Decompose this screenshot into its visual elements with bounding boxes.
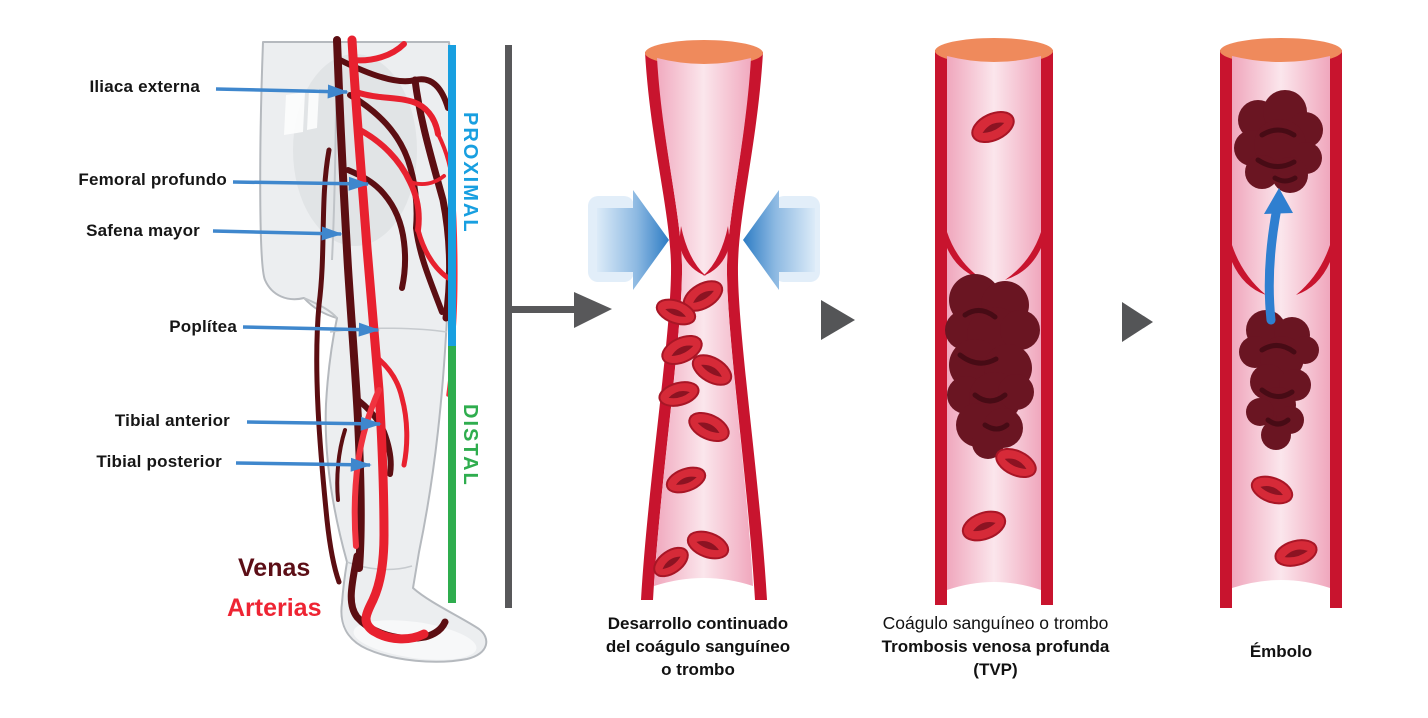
blood-cell <box>995 447 1037 479</box>
lower-clot <box>1239 310 1319 450</box>
caption-line: o trombo <box>661 660 735 679</box>
blood-cell <box>1274 539 1318 567</box>
blood-cells <box>653 280 733 578</box>
anatomy-label-iliaca-externa: Iliaca externa <box>89 77 200 96</box>
blood-cell <box>655 298 697 326</box>
thrombus-clot <box>945 274 1040 459</box>
anatomy-label-tibial-anterior: Tibial anterior <box>114 411 230 430</box>
proximal-bar <box>448 45 456 346</box>
blood-cell <box>661 334 703 366</box>
caption-stage-2: Coágulo sanguíneo o trombo Trombosis ven… <box>853 612 1138 681</box>
window-highlight <box>307 89 319 130</box>
blood-cell <box>658 381 700 407</box>
up-arrow-icon <box>1264 188 1293 325</box>
caption-stage-3: Émbolo <box>1211 640 1351 663</box>
distal-bar <box>448 346 456 603</box>
arrow-poplitea <box>242 322 380 337</box>
thigh-crease <box>303 297 338 319</box>
play-triangle-icon <box>821 300 855 340</box>
vessel-wall <box>726 52 767 600</box>
vessel-compression <box>588 40 820 600</box>
caption-line: (TVP) <box>973 660 1018 679</box>
right-arrow-icon <box>574 292 612 328</box>
vessel-tvp <box>935 38 1053 605</box>
valve-flap <box>1296 245 1330 295</box>
blood-cell <box>961 510 1007 542</box>
arrow-femoral-profundo <box>232 176 370 191</box>
vessel-lumen <box>654 58 753 586</box>
caption-line: Trombosis venosa profunda <box>881 637 1110 656</box>
leg-illustration <box>212 35 488 663</box>
legend-arterias: Arterias <box>227 594 322 622</box>
embolus-clot <box>1234 90 1323 193</box>
valve-flap <box>1232 245 1266 295</box>
blood-cell <box>653 546 689 578</box>
caption-line: Desarrollo continuado <box>607 614 789 633</box>
inward-arrows-icon <box>588 190 820 290</box>
caption-line: Coágulo sanguíneo o trombo <box>882 613 1109 633</box>
arrow-safena-mayor <box>212 226 343 241</box>
anatomy-label-tibial-posterior: Tibial posterior <box>96 452 222 471</box>
valve-flap <box>679 226 706 276</box>
caption-line: del coágulo sanguíneo <box>605 637 791 656</box>
vessel-embolo <box>1220 38 1342 608</box>
play-triangle-icon <box>1122 302 1153 342</box>
anatomy-label-safena-mayor: Safena mayor <box>86 221 200 240</box>
region-label-proximal: PROXIMAL <box>459 112 481 234</box>
caption-line: Émbolo <box>1249 642 1313 661</box>
valve-flap <box>703 226 730 276</box>
vessel-rim <box>645 40 763 66</box>
valve-flap <box>1005 232 1041 280</box>
blood-cell <box>688 411 730 443</box>
vessel-rim <box>935 38 1053 64</box>
anatomy-label-femoral-profundo: Femoral profundo <box>78 170 227 189</box>
arrow-tibial-posterior <box>235 457 372 472</box>
caption-stage-1: Desarrollo continuado del coágulo sanguí… <box>578 612 818 681</box>
blood-cell <box>1250 475 1294 505</box>
valve-flap <box>947 232 983 280</box>
window-highlight <box>284 92 305 135</box>
vessel-wall <box>1220 50 1232 608</box>
anatomy-label-poplitea: Poplítea <box>169 317 237 336</box>
vessel-wall <box>935 50 947 605</box>
blood-cell <box>686 530 730 560</box>
vessel-wall <box>1041 50 1053 605</box>
stage-divider <box>505 45 612 608</box>
region-label-distal: DISTAL <box>459 404 481 487</box>
arrow-tibial-anterior <box>246 416 382 431</box>
blood-cell <box>691 354 733 386</box>
blood-cell <box>665 466 707 494</box>
arrow-iliaca-externa <box>215 84 349 99</box>
vessel-wall <box>641 52 683 600</box>
label-arrows <box>212 84 382 472</box>
legend-venas: Venas <box>238 554 311 582</box>
vessel-rim <box>1220 38 1342 64</box>
flow-arrow-shaft <box>510 306 576 313</box>
blood-cell <box>971 110 1015 144</box>
divider-line <box>505 45 512 608</box>
vessel-wall <box>1330 50 1342 608</box>
